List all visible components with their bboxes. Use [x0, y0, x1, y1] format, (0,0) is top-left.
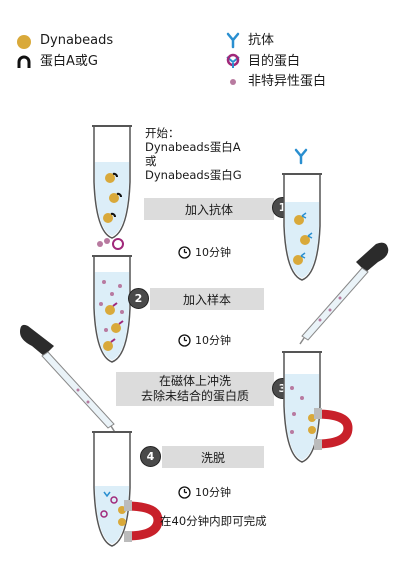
timer-1-text: 10分钟 — [195, 246, 231, 259]
protein-ag-legend-icon — [17, 55, 31, 68]
elution-tube — [92, 431, 163, 547]
timer-icon — [178, 245, 191, 259]
step-3-label-line2: 去除未结合的蛋白质 — [140, 389, 249, 403]
timer-2: 10分钟 — [178, 332, 231, 348]
antibody-legend-icon — [226, 32, 240, 49]
step-4-label: 洗脱 — [200, 450, 225, 465]
start-tube — [92, 125, 132, 239]
legend-nonspecific-protein: 非特异性蛋白 — [248, 74, 327, 89]
step-2-label: 加入样本 — [182, 292, 231, 307]
completion-note: 在40分钟内即可完成 — [160, 514, 267, 528]
step-4-bar: 洗脱 — [162, 446, 264, 468]
step-3-bar: 在磁体上冲洗 去除未结合的蛋白质 — [116, 372, 274, 406]
legend-protein-ag: 蛋白A或G — [40, 54, 98, 69]
timer-3: 10分钟 — [178, 484, 231, 500]
nonspecific-protein-legend-icon — [230, 79, 236, 85]
step-3-label-line1: 在磁体上冲洗 — [158, 374, 231, 388]
wash-tube — [282, 351, 353, 463]
start-label-line3: 或 — [145, 154, 157, 168]
dynabead-legend-icon — [17, 35, 31, 49]
start-label-line2: Dynabeads蛋白A — [145, 140, 241, 154]
pipette-icon — [299, 242, 389, 345]
step-1-label: 加入抗体 — [184, 202, 233, 217]
legend-antibody: 抗体 — [248, 33, 275, 48]
step-4-number: 4 — [140, 446, 161, 467]
timer-icon — [178, 333, 191, 347]
target-protein-legend-icon — [226, 53, 240, 68]
sample-proteins — [97, 238, 124, 250]
antibody-tube — [282, 173, 322, 281]
legend-target-protein: 目的蛋白 — [248, 54, 301, 69]
step-2-number: 2 — [128, 288, 149, 309]
step-1-bar: 加入抗体 — [144, 198, 274, 220]
pipette-icon — [20, 324, 117, 435]
step-2-bar: 加入样本 — [150, 288, 264, 310]
start-label-line1: 开始： — [145, 126, 180, 140]
timer-3-text: 10分钟 — [195, 486, 231, 499]
legend-dynabeads: Dynabeads — [40, 33, 114, 48]
timer-icon — [178, 485, 191, 499]
sample-tube — [92, 255, 132, 363]
start-label-line4: Dynabeads蛋白G — [145, 168, 242, 182]
timer-1: 10分钟 — [178, 244, 231, 260]
timer-2-text: 10分钟 — [195, 334, 231, 347]
antibody-icon — [294, 148, 308, 165]
